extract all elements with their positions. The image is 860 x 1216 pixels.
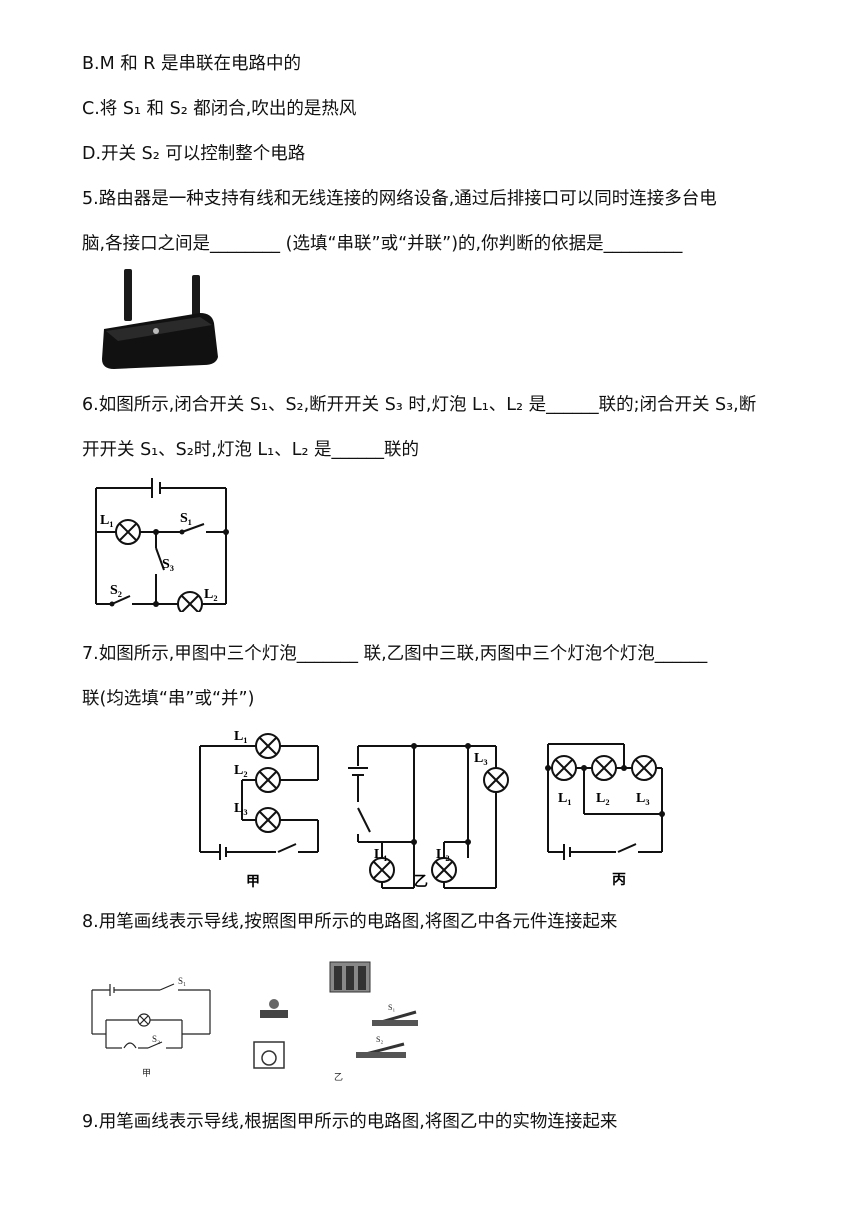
q7-yi-label-l2: L₂	[436, 847, 450, 862]
q8-figures: S₁ S₂ 甲 S₁ S₂ 乙	[91, 961, 418, 1082]
q8-switch-s2	[356, 1042, 406, 1058]
q7-caption-yi: 乙	[414, 874, 428, 890]
q7-yi-label-l3: L₃	[474, 751, 488, 766]
q7-bing-label-l3: L₃	[636, 791, 650, 806]
q7-line-1: 7.如图所示,甲图中三个灯泡_______ 联,乙图中三联,丙图中三个灯泡个灯泡…	[82, 644, 708, 664]
q8-yi-label-s2: S₂	[376, 1035, 383, 1044]
q7-jia-label-l2: L₂	[234, 763, 248, 778]
q7-bing-label-l2: L₂	[596, 791, 610, 806]
q7-line-2: 联(均选填“串”或“并”)	[82, 689, 255, 709]
q7-circuit-diagrams: L₁ L₂ L₃ L₁ L₂ L₃ L₁ L₂ L₃ 甲 乙 丙	[199, 729, 665, 890]
q8-bulb-holder	[260, 999, 288, 1018]
q8-yi-label-s1: S₁	[388, 1003, 395, 1012]
q7-jia-label-l1: L₁	[234, 729, 248, 744]
q6-label-s1: S₁	[180, 511, 192, 526]
q6-circuit-diagram: L₁ S₁ S₃ S₂ L₂	[95, 478, 229, 612]
q8-caption-yi: 乙	[334, 1072, 343, 1082]
q8-switch-s1	[372, 1010, 418, 1026]
q4-option-d: D.开关 S₂ 可以控制整个电路	[82, 144, 306, 164]
q8-label-s1: S₁	[178, 976, 186, 986]
q8-bell	[253, 1041, 285, 1069]
q8-line-1: 8.用笔画线表示导线,按照图甲所示的电路图,将图乙中各元件连接起来	[82, 912, 618, 932]
q7-caption-bing: 丙	[612, 872, 626, 888]
q5-line-2: 脑,各接口之间是________ (选填“串联”或“并联”)的,你判断的依据是_…	[82, 234, 683, 254]
q6-label-l2: L₂	[204, 587, 218, 602]
q7-jia-label-l3: L₃	[234, 801, 248, 816]
q5-line-1: 5.路由器是一种支持有线和无线连接的网络设备,通过后排接口可以同时连接多台电	[82, 189, 717, 209]
q6-label-s3: S₃	[162, 557, 174, 572]
q4-option-c: C.将 S₁ 和 S₂ 都闭合,吹出的是热风	[82, 99, 357, 119]
q9-line-1: 9.用笔画线表示导线,根据图甲所示的电路图,将图乙中的实物连接起来	[82, 1112, 618, 1132]
q6-line-1: 6.如图所示,闭合开关 S₁、S₂,断开开关 S₃ 时,灯泡 L₁、L₂ 是__…	[82, 395, 757, 415]
q6-label-s2: S₂	[110, 583, 122, 598]
q7-yi-label-l1: L₁	[374, 847, 388, 862]
q6-label-l1: L₁	[100, 513, 114, 528]
q7-bing-label-l1: L₁	[558, 791, 572, 806]
q6-line-2: 开开关 S₁、S₂时,灯泡 L₁、L₂ 是______联的	[82, 440, 420, 460]
router-image	[102, 269, 218, 369]
q4-option-b: B.M 和 R 是串联在电路中的	[82, 54, 302, 74]
q8-label-s2: S₂	[152, 1034, 160, 1044]
q8-caption-jia: 甲	[142, 1068, 151, 1078]
q7-caption-jia: 甲	[246, 874, 260, 890]
q8-battery-pack	[329, 961, 371, 993]
